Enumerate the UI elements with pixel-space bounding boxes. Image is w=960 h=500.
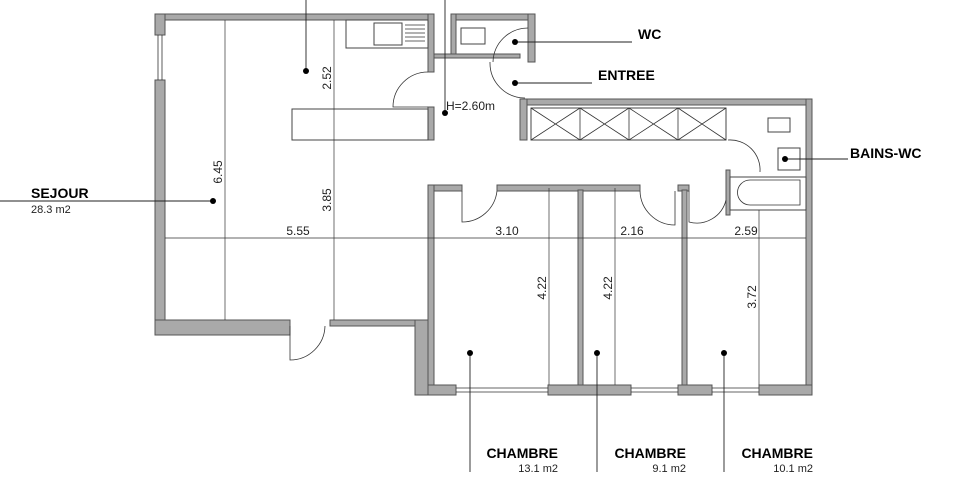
dim-chambre1-width: 3.10 [495,224,519,238]
room-area-chambre-2: 9.1 m2 [652,463,686,475]
doors [289,27,761,361]
dim-chambre3-depth: 3.72 [745,285,759,309]
fixtures [291,19,807,211]
room-area-chambre-3: 10.1 m2 [773,463,813,475]
ceiling-height-label: H=2.60m [446,99,495,113]
room-label-sejour: SEJOUR [31,185,89,201]
room-area-chambre-1: 13.1 m2 [518,463,558,475]
room-label-chambre-1: CHAMBRE [486,445,558,461]
leader-lines [0,0,848,472]
room-label-chambre-2: CHAMBRE [614,445,686,461]
room-label-entree: ENTREE [598,67,655,83]
walls [154,13,813,396]
room-label-wc: WC [638,26,661,42]
dim-chambre2-depth: 4.22 [601,276,615,300]
room-label-chambre-3: CHAMBRE [741,445,813,461]
room-label-bains-wc: BAINS-WC [850,145,922,161]
dimension-lines [165,20,806,385]
dim-sejour-width: 5.55 [286,224,310,238]
dim-chambre2-width: 2.16 [620,224,644,238]
dim-kitchen-depth: 2.52 [320,66,334,90]
dim-sejour-depth: 3.85 [320,188,334,212]
room-area-sejour: 28.3 m2 [31,204,71,216]
dim-sejour-height: 6.45 [211,160,225,184]
dim-chambre1-depth: 4.22 [535,276,549,300]
windows [157,35,759,393]
dim-chambre3-width: 2.59 [734,224,758,238]
room-markers [210,39,788,356]
